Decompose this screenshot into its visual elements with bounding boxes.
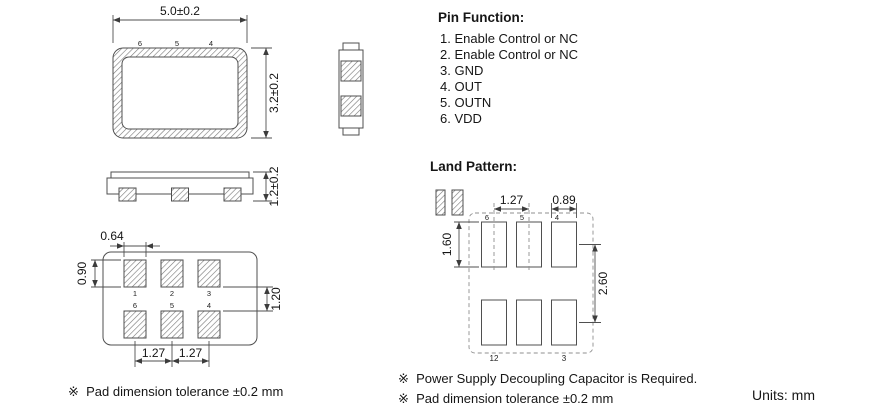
bottom-view: 1 2 3 6 5 4 0.64 0.90 [75,229,283,367]
land-pad-1 [481,299,507,346]
pin-function-title: Pin Function: [438,10,525,25]
land-pad-2 [516,299,542,346]
dim-text-pitch-left: 1.27 [142,346,166,360]
dim-body-height: 3.2±0.2 [251,47,281,139]
pin-number-2: 2 [170,289,174,298]
dim-text-pad-width: 0.64 [100,229,124,243]
side-pad [171,187,189,202]
pin-number-6: 6 [138,39,142,48]
pin-function-item-2: 2. Enable Control or NC [440,47,579,62]
end-view [338,42,364,136]
pin-number-12: 12 [490,354,499,363]
dim-text-row-gap: 1.20 [269,287,283,311]
dim-text-land-pad-width: 0.89 [552,193,576,207]
bottom-pad-6 [123,310,147,339]
pin-function-item-3: 3. GND [440,63,484,78]
dim-land-pad-width: 0.89 [551,193,577,218]
dim-text-side-height: 1.2±0.2 [267,166,281,206]
bottom-pad-1 [123,259,147,288]
end-cap-top [342,42,360,51]
pin-number-6: 6 [485,213,489,222]
dim-row-gap: 1.20 [223,286,283,312]
end-cap-bottom [342,127,360,136]
dim-side-height: 1.2±0.2 [253,166,281,206]
legend-pad [451,189,464,216]
bottom-pad-3 [197,259,221,288]
pin-function-item-6: 6. VDD [440,111,482,126]
side-view: 1.2±0.2 [106,166,281,206]
end-pad [340,60,362,82]
dim-text-body-height: 3.2±0.2 [267,73,281,113]
note-pad-tolerance-left: ※ Pad dimension tolerance ±0.2 mm [68,384,284,399]
end-pad [340,95,362,117]
pin-function-item-4: 4. OUT [440,79,482,94]
pin-number-5: 5 [520,213,524,222]
dim-text-body-width: 5.0±0.2 [160,4,200,18]
side-pad [118,187,137,202]
pin-function-item-5: 5. OUTN [440,95,492,110]
lid-edge [110,171,250,179]
land-pad-4 [551,221,577,268]
pin-number-5: 5 [170,301,174,310]
pin-number-3: 3 [562,354,567,363]
top-view: 6 5 4 5.0±0.2 3.2±0.2 [112,4,281,139]
side-pad [223,187,242,202]
note-pad-tolerance-right: ※ Pad dimension tolerance ±0.2 mm [398,391,614,406]
pin-function-block: Pin Function: 1. Enable Control or NC 2.… [438,10,578,127]
dim-body-width: 5.0±0.2 [112,4,248,43]
pin-number-1: 1 [133,289,137,298]
bottom-pad-4 [197,310,221,339]
land-pattern-title: Land Pattern: [430,159,518,174]
land-pattern: 6 5 4 12 3 1.27 0.89 1.60 [435,189,610,363]
dim-text-land-pad-height: 1.60 [440,232,454,256]
dim-text-land-pitch: 1.27 [500,193,524,207]
pin-number-6: 6 [133,301,137,310]
dim-pad-height: 0.90 [75,259,121,288]
dim-land-pitch: 1.27 [493,193,530,270]
dim-land-row-pitch: 2.60 [579,244,610,323]
bottom-pad-2 [160,259,184,288]
pin-function-item-1: 1. Enable Control or NC [440,31,579,46]
legend-pad [435,189,446,216]
pin-number-4: 4 [209,39,213,48]
pin-number-4: 4 [555,213,559,222]
dim-pad-pitch: 1.27 1.27 [134,341,210,367]
dim-land-pad-height: 1.60 [440,221,479,268]
note-decoupling-capacitor: ※ Power Supply Decoupling Capacitor is R… [398,371,698,386]
package-lid [121,56,239,130]
dim-text-land-row-pitch: 2.60 [596,271,610,295]
units-label: Units: mm [752,387,815,403]
dim-pad-width: 0.64 [100,229,160,257]
bottom-pad-5 [160,310,184,339]
pin-number-3: 3 [207,289,211,298]
land-pad-6 [481,221,507,268]
dim-text-pitch-right: 1.27 [179,346,203,360]
pin-number-4: 4 [207,301,211,310]
dim-text-pad-height: 0.90 [75,261,89,285]
pin-number-5: 5 [175,39,179,48]
land-pad-3 [551,299,577,346]
